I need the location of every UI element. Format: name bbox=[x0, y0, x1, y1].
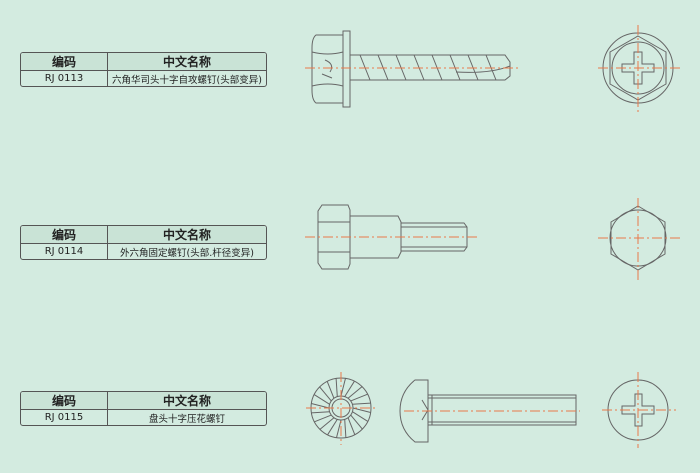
header-code: 编码 bbox=[21, 53, 108, 70]
knurled-head-view bbox=[306, 372, 377, 445]
knurl-line bbox=[319, 386, 332, 402]
part-table-rj0113: 编码 中文名称 RJ 0113 六角华司头十字自攻螺钉(头部变异) bbox=[20, 52, 267, 87]
knurl-line bbox=[352, 402, 371, 405]
part-table-rj0115: 编码 中文名称 RJ 0115 盘头十字压花螺钉 bbox=[20, 391, 267, 426]
part-table-rj0114: 编码 中文名称 RJ 0114 外六角固定螺钉(头部.杆径变异) bbox=[20, 225, 267, 260]
knurl-line bbox=[336, 419, 342, 438]
knurl-line bbox=[347, 417, 356, 435]
header-name: 中文名称 bbox=[162, 227, 211, 242]
knurl-line bbox=[347, 386, 363, 399]
hex-washer-self-tapping-screw-side-view bbox=[305, 30, 518, 108]
header-name: 中文名称 bbox=[162, 393, 211, 408]
part-code: RJ 0113 bbox=[21, 70, 108, 86]
header-code: 编码 bbox=[21, 392, 108, 409]
knurl-line bbox=[352, 407, 371, 413]
header-name: 中文名称 bbox=[162, 54, 211, 69]
knurl-line bbox=[335, 378, 338, 397]
knurl-line bbox=[319, 417, 335, 430]
knurl-line bbox=[327, 419, 338, 436]
header-code: 编码 bbox=[21, 226, 108, 243]
knurl-line bbox=[326, 381, 335, 399]
part-name: 六角华司头十字自攻螺钉(头部变异) bbox=[112, 74, 262, 86]
pan-head-knurled-screw-side-view bbox=[399, 379, 580, 443]
pan-head-screw-end-view bbox=[602, 372, 676, 448]
knurl-line bbox=[340, 378, 346, 397]
knurl-line bbox=[350, 414, 363, 430]
part-name: 外六角固定螺钉(头部.杆径变异) bbox=[120, 247, 254, 259]
knurl-line bbox=[350, 393, 368, 402]
hex-fixing-screw-end-view bbox=[598, 198, 680, 280]
part-code: RJ 0114 bbox=[21, 243, 108, 259]
knurl-line bbox=[311, 411, 330, 414]
knurl-line bbox=[344, 380, 355, 397]
knurl-line bbox=[352, 411, 369, 422]
part-name: 盘头十字压花螺钉 bbox=[148, 413, 225, 425]
knurl-line bbox=[311, 403, 330, 409]
part-code: RJ 0115 bbox=[21, 409, 108, 425]
knurl-line bbox=[344, 419, 347, 438]
hex-fixing-screw-side-view bbox=[305, 204, 478, 270]
knurl-line bbox=[314, 414, 332, 423]
knurl-line bbox=[313, 394, 330, 405]
hex-washer-screw-end-view bbox=[598, 25, 680, 112]
